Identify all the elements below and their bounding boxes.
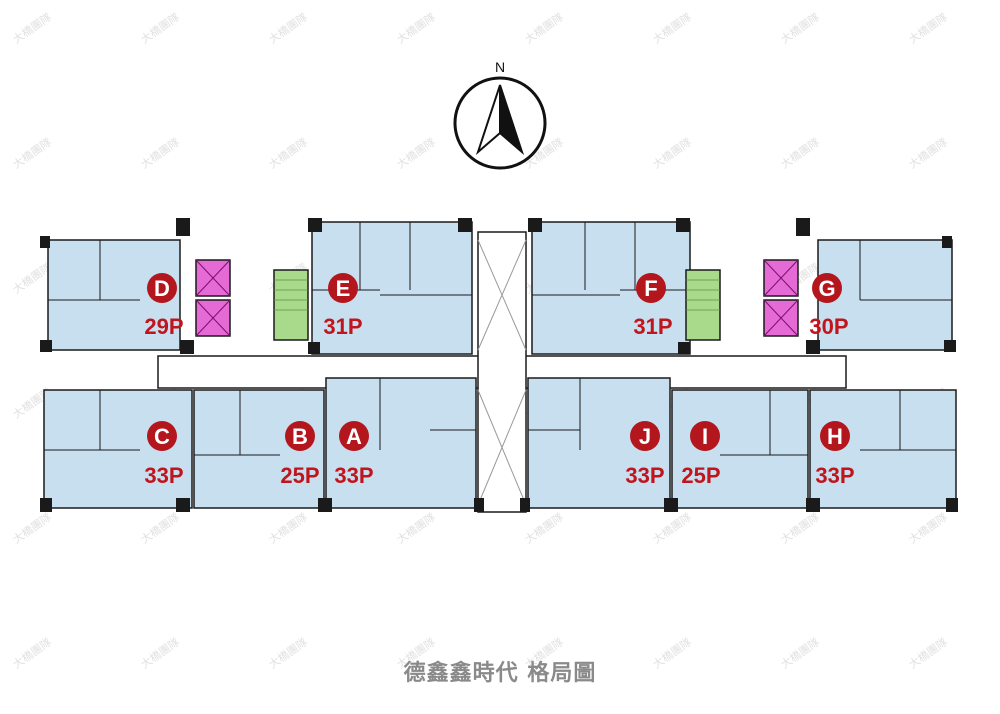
unit-a-size: 33P (334, 463, 373, 488)
unit-g-badge (812, 273, 842, 303)
unit-j-badge (630, 421, 660, 451)
unit-b-letter: B (292, 424, 308, 449)
unit-c-area (43, 389, 193, 509)
unit-h-letter: H (827, 424, 843, 449)
unit-c-badge (147, 421, 177, 451)
unit-j-size: 33P (625, 463, 664, 488)
unit-i-badge (690, 421, 720, 451)
unit-d-letter: D (154, 276, 170, 301)
unit-g-size: 30P (809, 314, 848, 339)
unit-b-badge (285, 421, 315, 451)
north-label: N (495, 59, 505, 75)
unit-a-letter: A (346, 424, 362, 449)
unit-a-badge (339, 421, 369, 451)
unit-d-badge (147, 273, 177, 303)
unit-h-size: 33P (815, 463, 854, 488)
unit-c-size: 33P (144, 463, 183, 488)
unit-g-area (817, 239, 953, 351)
unit-d-size: 29P (144, 314, 183, 339)
unit-c-letter: C (154, 424, 170, 449)
unit-j-letter: J (639, 424, 651, 449)
unit-h-badge (820, 421, 850, 451)
unit-f-size: 31P (633, 314, 672, 339)
unit-f-letter: F (644, 276, 657, 301)
unit-e-letter: E (336, 276, 351, 301)
unit-g-letter: G (818, 276, 835, 301)
plan-caption: 德鑫鑫時代 格局圖 (403, 661, 597, 686)
stair-right (685, 269, 721, 341)
unit-i-area (671, 389, 809, 509)
unit-e-size: 31P (323, 314, 362, 339)
unit-i-letter: I (702, 424, 708, 449)
unit-labels: D 29P E 31P F 31P G 30P C 33P B 25P A 33P J 33P I 25P H 33P (144, 273, 855, 488)
unit-f-badge (636, 273, 666, 303)
unit-i-size: 25P (681, 463, 720, 488)
unit-e-badge (328, 273, 358, 303)
north-compass: N (453, 59, 547, 170)
stair-left (273, 269, 309, 341)
unit-b-size: 25P (280, 463, 319, 488)
